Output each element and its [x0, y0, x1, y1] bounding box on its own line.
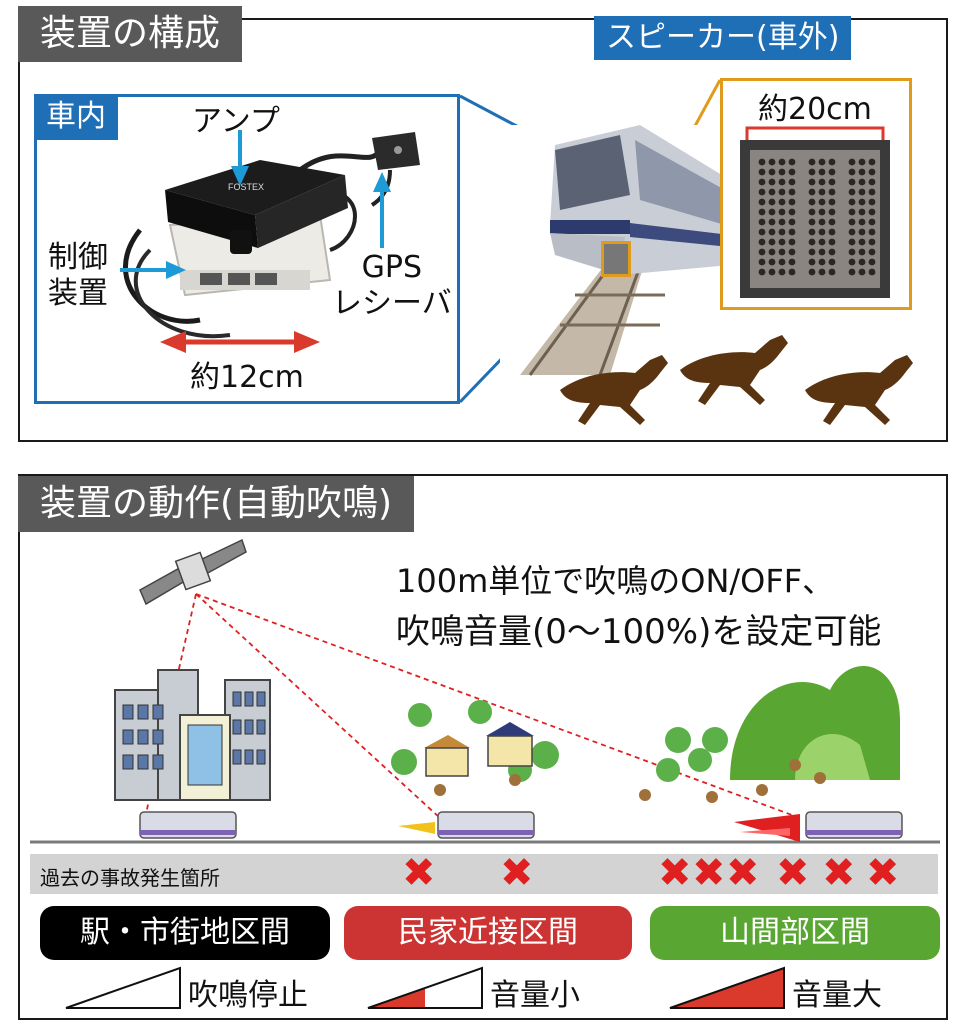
gps-receiver-label: GPS レシーバ [332, 250, 452, 321]
accident-mark-2: ✖ [500, 850, 534, 896]
horn-sound-small [398, 822, 435, 834]
speaker-highlight-box [601, 241, 631, 277]
accident-mark-5: ✖ [726, 850, 760, 896]
volume-triangle-2 [367, 966, 483, 1009]
accident-mark-7: ✖ [822, 850, 856, 896]
speaker-exterior-label: スピーカー(車外) [594, 16, 852, 60]
amp-arrow [231, 130, 249, 186]
device-operation-title: 装置の動作(自動吹鳴) [18, 476, 415, 532]
speaker-grille [740, 140, 890, 298]
device-config-title: 装置の構成 [18, 6, 243, 62]
accident-mark-6: ✖ [776, 850, 810, 896]
accident-mark-1: ✖ [402, 850, 436, 896]
zone-pill-2: 民家近接区間 [344, 906, 632, 960]
volume-label-3: 音量大 [792, 978, 882, 1013]
houses-and-trees [391, 700, 559, 782]
train-icons [139, 811, 903, 839]
description-line-2: 吹鳴音量(0～100%)を設定可能 [396, 612, 882, 652]
accident-mark-3: ✖ [658, 850, 692, 896]
volume-triangle-3 [669, 966, 785, 1009]
city-buildings [114, 669, 271, 801]
width-12-arrow [160, 331, 320, 353]
accident-mark-4: ✖ [692, 850, 726, 896]
width-20-brace [745, 126, 885, 140]
accident-mark-8: ✖ [866, 850, 900, 896]
width-12-label: 約12cm [190, 360, 304, 395]
train-photo [500, 125, 730, 376]
zone-pill-3: 山間部区間 [650, 906, 940, 960]
gps-arrow [373, 172, 391, 248]
interior-label: 車内 [34, 94, 118, 140]
amp-brand-text: FOSTEX [228, 182, 264, 192]
satellite-icon [139, 538, 247, 606]
accident-history-label: 過去の事故発生箇所 [40, 866, 220, 890]
zone-pill-1: 駅・市街地区間 [40, 906, 330, 960]
volume-triangle-1 [65, 966, 181, 1009]
horn-sound-large [734, 814, 800, 842]
small-deer-group [434, 759, 826, 803]
control-arrow [120, 261, 186, 279]
volume-label-1: 吹鳴停止 [188, 978, 308, 1013]
device-photo: FOSTEX [123, 132, 420, 339]
volume-label-2: 音量小 [490, 978, 580, 1013]
width-20-label: 約20cm [758, 92, 872, 127]
control-unit-label: 制御 装置 [48, 240, 108, 311]
running-deer-group [560, 335, 913, 425]
amp-label: アンプ [192, 104, 280, 139]
description-line-1: 100m単位で吹鳴のON/OFF、 [396, 562, 835, 600]
mountain-forest [656, 666, 900, 782]
interior-box [34, 94, 460, 404]
